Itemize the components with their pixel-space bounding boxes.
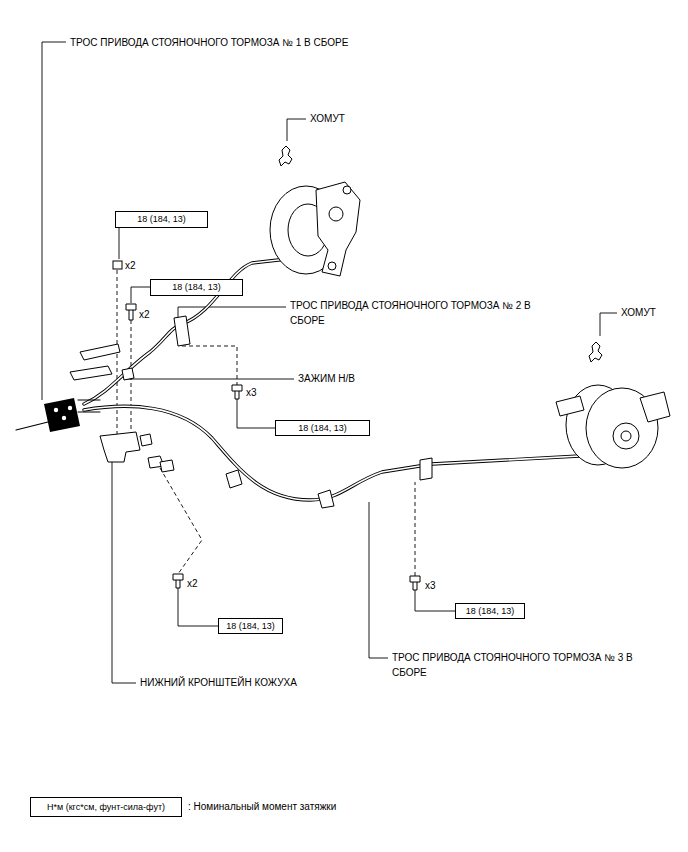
node-text: 18 (184, 13)	[226, 621, 275, 631]
quantity-label: x3	[246, 385, 257, 400]
bracket	[140, 434, 152, 446]
part-label: ТРОС ПРИВОДА СТОЯНОЧНОГО ТОРМОЗА № 2 В С…	[290, 298, 565, 328]
equalizer-hole	[54, 408, 58, 412]
rear-knuckle-left	[270, 182, 360, 276]
torque-box: 18 (184, 13)	[455, 603, 525, 619]
mount-hole	[343, 186, 351, 194]
dashed-guide	[160, 468, 202, 574]
rear-knuckle-right	[556, 385, 670, 468]
cable-2-core	[84, 258, 296, 404]
cable-1	[16, 421, 52, 430]
part-label: ЗАЖИМ Н/В	[298, 371, 355, 386]
hub-bore	[329, 207, 343, 221]
leader-line	[415, 590, 455, 611]
leader-line	[124, 379, 294, 380]
bolt	[410, 576, 420, 590]
bracket	[226, 470, 242, 488]
equalizer-body	[44, 398, 80, 432]
quantity-label: x2	[187, 576, 198, 591]
leader-line	[369, 502, 388, 658]
knuckle-arm	[556, 396, 584, 416]
clip	[160, 460, 174, 472]
mount-hole	[328, 262, 336, 270]
bolt	[232, 385, 242, 399]
leader-line	[178, 588, 218, 626]
knuckle	[316, 182, 360, 276]
cable-2	[84, 258, 296, 404]
node-text: 18 (184, 13)	[466, 606, 515, 616]
leader-line	[600, 313, 617, 336]
leader-line	[131, 287, 150, 303]
clip-h-v	[122, 368, 134, 380]
equalizer-hole	[68, 406, 72, 410]
leader-line	[119, 228, 120, 259]
torque-box: 18 (184, 13)	[218, 618, 283, 634]
leader-line	[42, 42, 66, 400]
leader-line	[112, 452, 136, 683]
part-label: НИЖНИЙ КРОНШТЕЙН КОЖУХА	[140, 675, 297, 690]
bolt	[173, 574, 183, 588]
bracket	[70, 366, 112, 380]
node-text: 18 (184, 13)	[172, 282, 221, 292]
leader-line	[287, 119, 306, 141]
torque-box: 18 (184, 13)	[275, 420, 370, 436]
equalizer-hole	[62, 416, 66, 420]
quantity-label: x2	[139, 307, 150, 322]
part-label: ХОМУТ	[310, 111, 345, 126]
node-text: 18 (184, 13)	[298, 423, 347, 433]
bracket	[80, 344, 120, 360]
bracket	[174, 316, 190, 346]
node-text: Н*м (кгс*см, фунт-сила-фут)	[47, 802, 165, 812]
nut	[113, 261, 122, 269]
legend-note: : Номинальный момент затяжки	[188, 799, 336, 814]
torque-box: 18 (184, 13)	[150, 279, 243, 296]
cable-3-core	[84, 406, 598, 500]
dashed-guide	[182, 346, 237, 386]
hub	[613, 423, 639, 449]
caliper	[640, 392, 670, 422]
cable-end	[78, 400, 100, 412]
quantity-label: x3	[425, 578, 436, 593]
torque-box: 18 (184, 13)	[115, 211, 208, 228]
quantity-label: x2	[125, 258, 136, 273]
part-label: ТРОС ПРИВОДА СТОЯНОЧНОГО ТОРМОЗА № 3 В С…	[392, 650, 667, 680]
equalizer	[44, 398, 80, 432]
lower-bracket	[100, 432, 140, 462]
bolt	[126, 304, 136, 320]
leader-line	[237, 399, 275, 428]
node-text: 18 (184, 13)	[137, 214, 186, 224]
bracket	[420, 458, 432, 480]
part-label: ХОМУТ	[621, 305, 656, 320]
hub-center	[621, 431, 631, 441]
dashed-guide	[117, 270, 118, 440]
part-label: ТРОС ПРИВОДА СТОЯНОЧНОГО ТОРМОЗА № 1 В С…	[70, 35, 348, 50]
dashed-guide	[131, 320, 132, 440]
clamp	[589, 342, 602, 362]
unit-box: Н*м (кгс*см, фунт-сила-фут)	[30, 797, 182, 817]
bracket	[318, 490, 334, 508]
clamp	[279, 146, 292, 166]
dashed-guide	[415, 482, 416, 576]
cable-3	[84, 406, 598, 500]
